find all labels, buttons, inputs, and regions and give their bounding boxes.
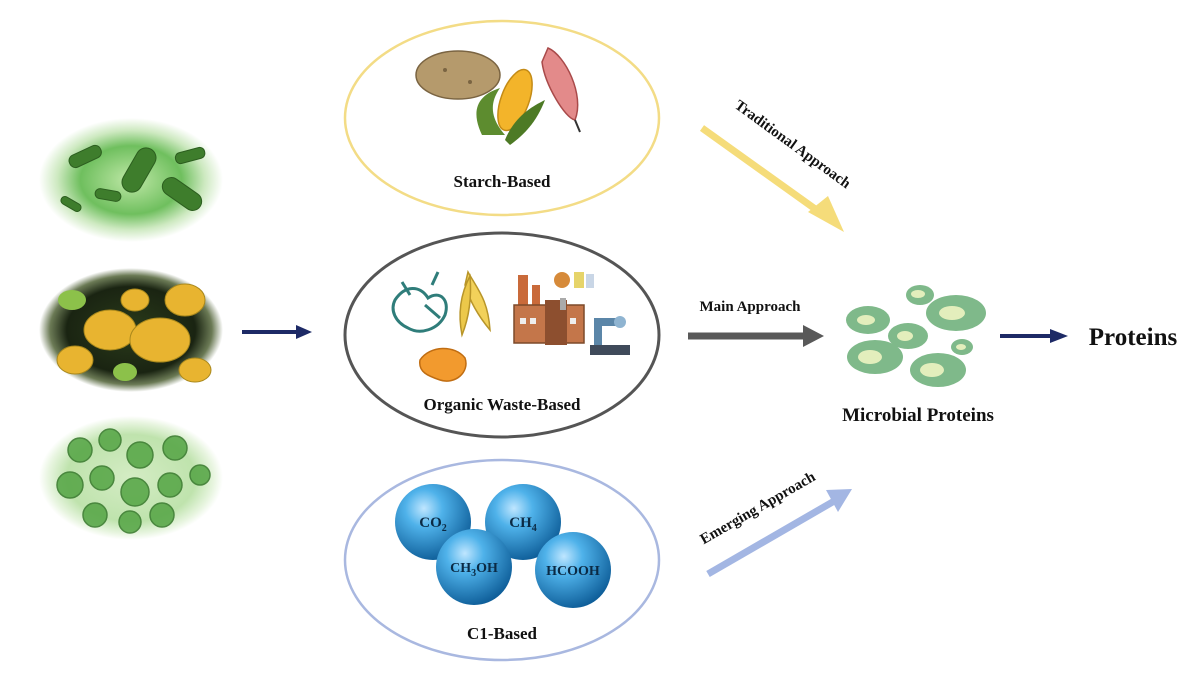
to-proteins-arrow <box>1050 329 1068 343</box>
emerging-approach-arrow: Emerging Approach <box>698 469 852 578</box>
traditional-approach-label: Traditional Approach <box>731 97 853 192</box>
proteins-label: Proteins <box>1089 324 1178 351</box>
bacteria-image <box>39 118 223 242</box>
microalgae-image <box>39 416 223 540</box>
starch-based-node: Starch-Based <box>343 19 661 217</box>
sweet-potato-icon <box>541 47 581 133</box>
ch3oh-sphere: CH3OH <box>436 529 512 605</box>
microbial-proteins-label: Microbial Proteins <box>842 405 994 426</box>
food-waste-icon <box>391 271 448 333</box>
snack-icon <box>554 272 594 288</box>
svg-text:HCOOH: HCOOH <box>546 564 600 579</box>
svg-text:CH4: CH4 <box>509 515 537 534</box>
factory-icon <box>513 275 585 345</box>
emerging-approach-label: Emerging Approach <box>698 469 819 548</box>
orange-peel-icon <box>419 347 467 382</box>
main-approach-label: Main Approach <box>700 299 802 315</box>
main-approach-arrow: Main Approach <box>688 299 824 347</box>
potato-icon <box>415 50 501 100</box>
banana-peel-icon <box>459 269 491 338</box>
c1-based-node: CO2 CH4 CH3OH HCOOH C1-Based <box>343 458 661 662</box>
microbial-cells-icon <box>846 285 986 387</box>
hcooh-sphere: HCOOH <box>535 532 611 608</box>
pipe-icon <box>590 316 630 355</box>
svg-text:CO2: CO2 <box>419 515 447 534</box>
traditional-approach-arrow: Traditional Approach <box>699 97 854 232</box>
ch4-sphere: CH4 <box>485 484 561 560</box>
starch-based-label: Starch-Based <box>454 172 552 191</box>
organic-waste-node: Organic Waste-Based <box>343 231 661 439</box>
yeast-image <box>39 268 223 392</box>
organic-waste-based-label: Organic Waste-Based <box>424 395 581 414</box>
svg-text:CH3OH: CH3OH <box>450 561 498 579</box>
c1-based-label: C1-Based <box>467 624 537 643</box>
organism-to-substrate-arrow <box>296 325 312 339</box>
corn-icon <box>476 68 545 145</box>
